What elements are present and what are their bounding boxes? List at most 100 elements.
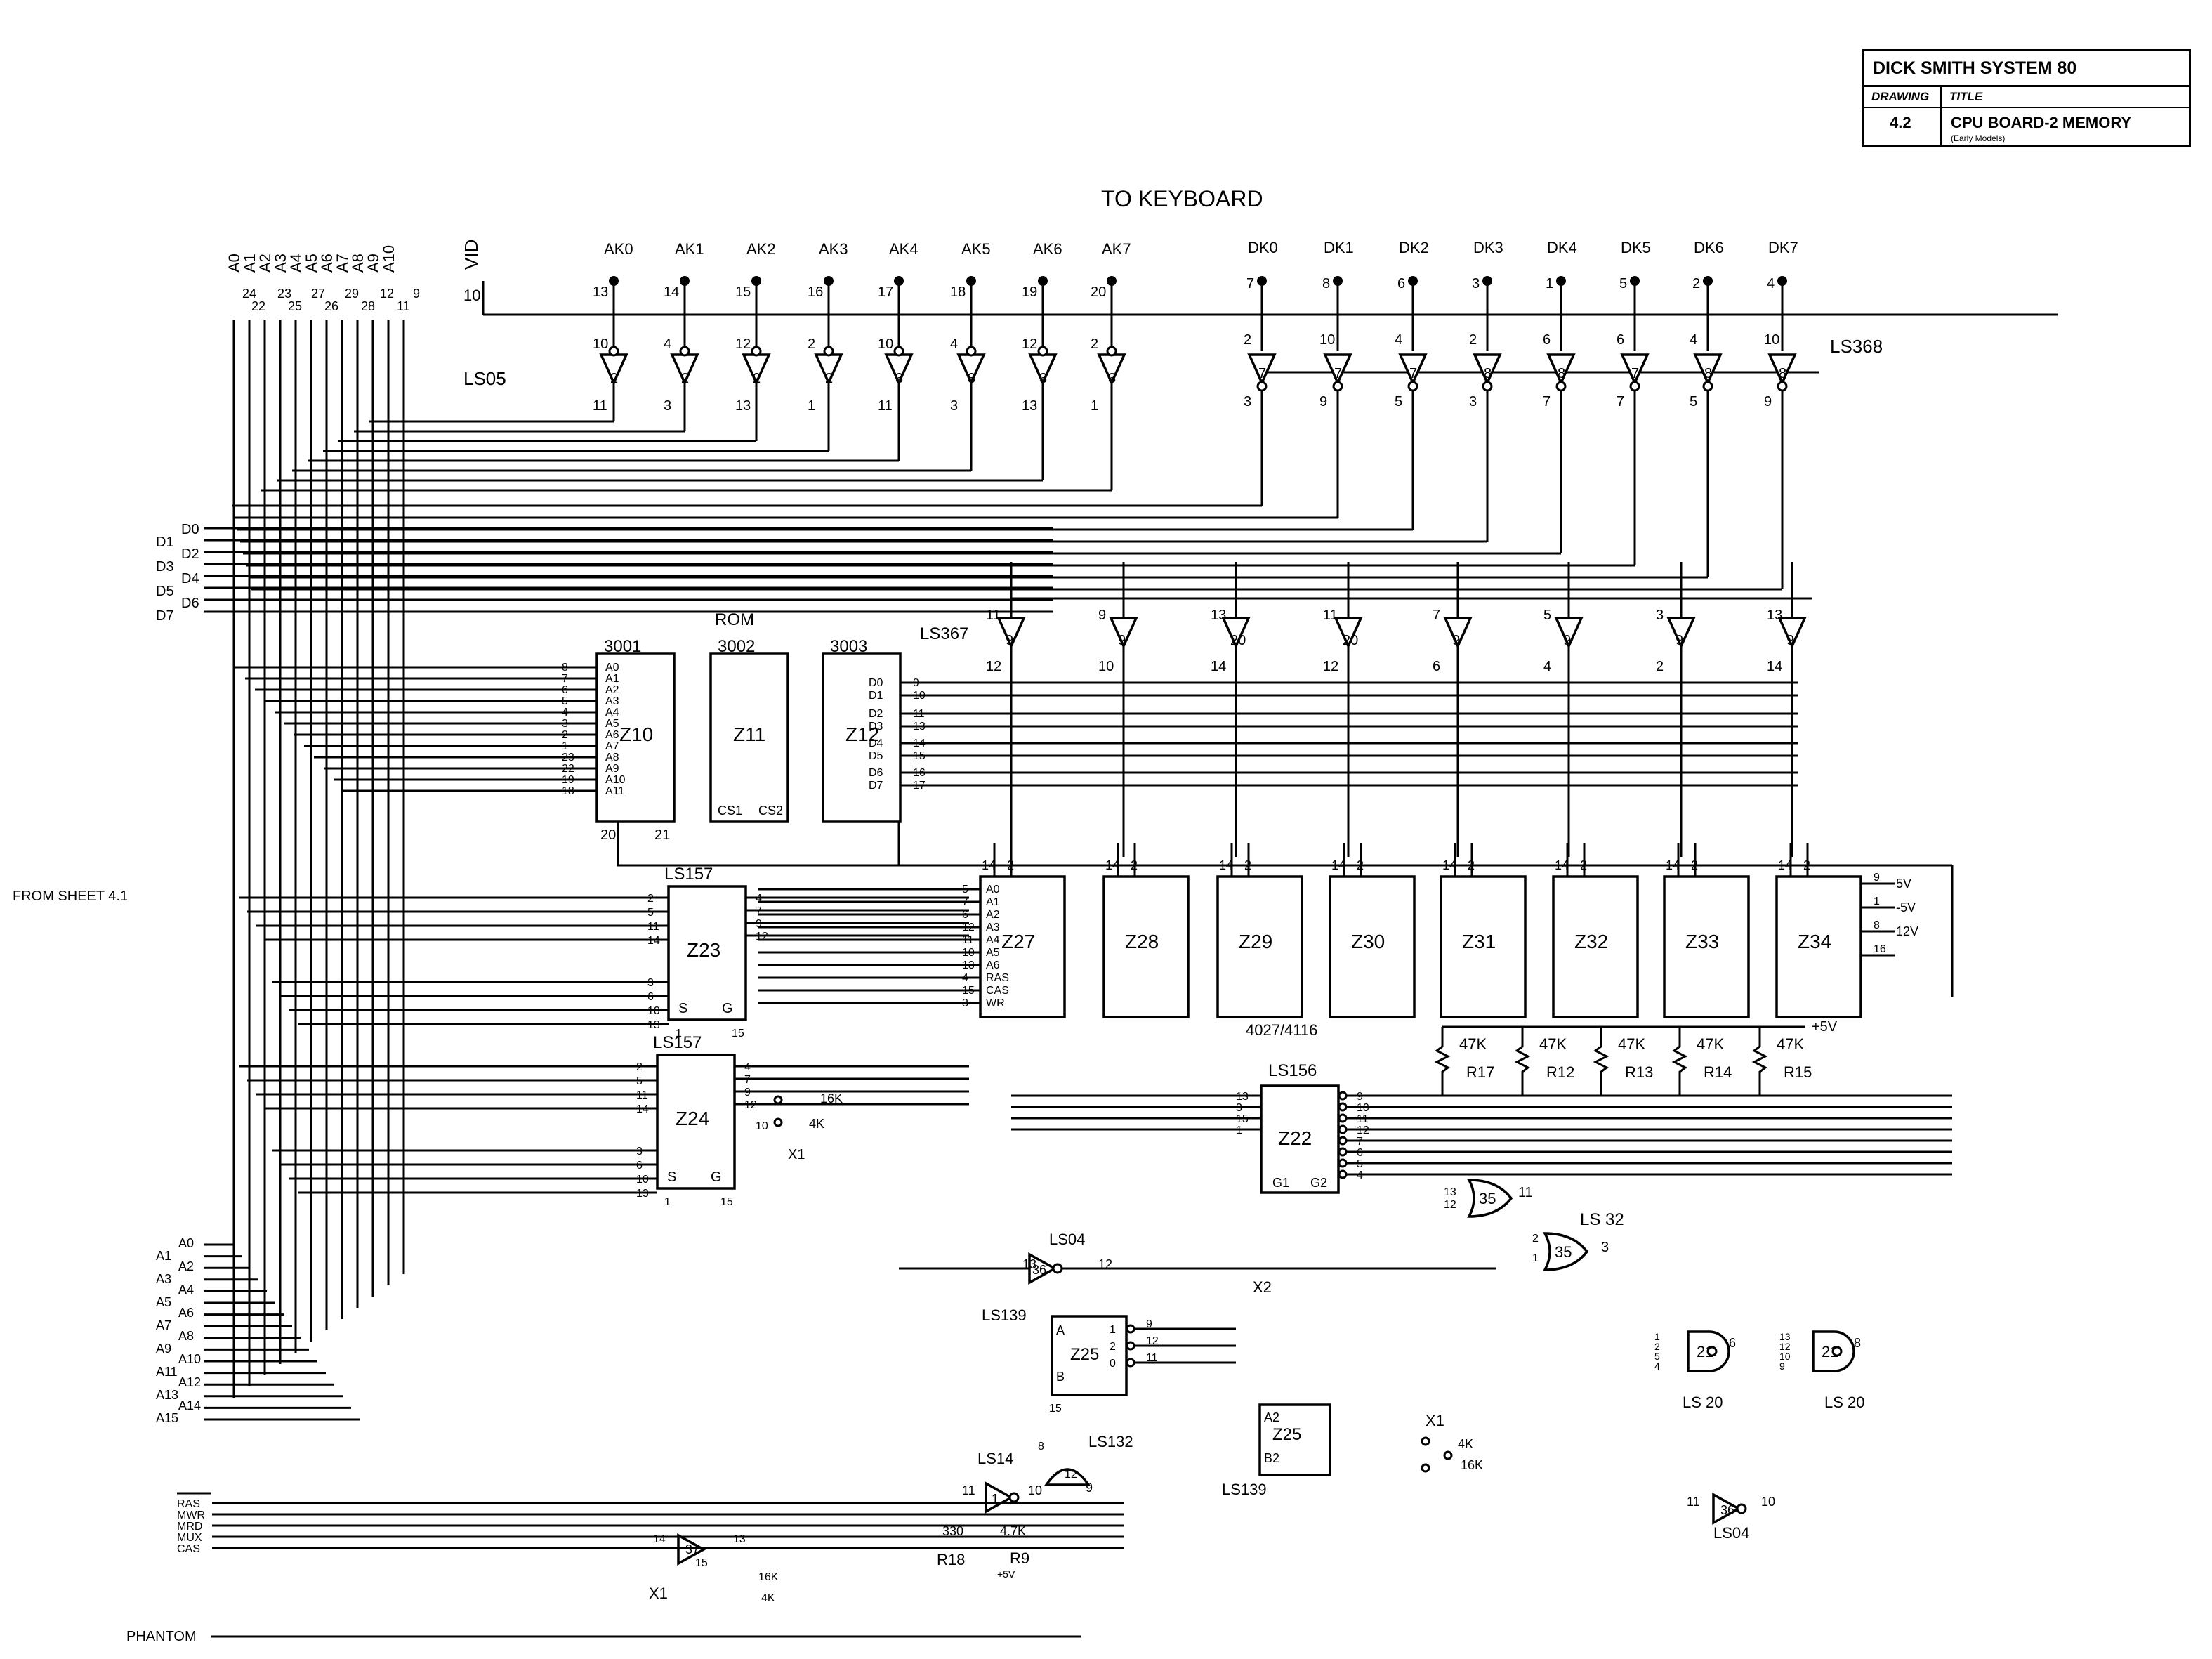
rom-pin-name: A1 (605, 673, 619, 685)
inversion-bubble (893, 346, 904, 357)
control-signal-label: MUX (177, 1532, 202, 1544)
gate-pin: 12 (1444, 1199, 1456, 1211)
supply-pin: 8 (1874, 919, 1880, 931)
gate-pin: 11 (1518, 1185, 1533, 1200)
gate-pin: 5 (1690, 394, 1697, 409)
address-bus-label: A15 (156, 1411, 178, 1425)
dk-pin: 7 (1246, 276, 1254, 291)
gate-unit: 9 (1118, 633, 1126, 648)
ram-pin-name: A0 (986, 884, 1000, 896)
rom-ref: Z10 (619, 723, 653, 745)
dk-label: DK3 (1473, 239, 1503, 256)
jumper-4k: 4K (809, 1117, 824, 1131)
inversion-bubble (773, 1117, 783, 1127)
gate-unit: 8 (1704, 366, 1712, 381)
ls139-in: A2 (1264, 1410, 1279, 1424)
gate-pin: 9 (1779, 1360, 1785, 1372)
inversion-bubble (1482, 381, 1493, 392)
inversion-bubble (1338, 1136, 1348, 1146)
gate-pin: 8 (1854, 1336, 1861, 1350)
ak-label: AK7 (1102, 240, 1131, 258)
gate-unit: 9 (1006, 633, 1013, 648)
ram-chip (1552, 875, 1639, 1018)
data-bus-label: D6 (181, 596, 199, 611)
ls139-out-name: 2 (1110, 1341, 1116, 1353)
ram-chip (1329, 875, 1416, 1018)
ram-chip (1775, 875, 1862, 1018)
ls139-pin: 12 (1146, 1335, 1159, 1347)
jumper-4k: 4K (761, 1592, 775, 1604)
ls367-buffer (1777, 617, 1807, 650)
dk-pin: 6 (1397, 276, 1405, 291)
ram-ref: Z28 (1125, 931, 1159, 952)
gate-unit: 2 (825, 371, 833, 386)
drawing-cell: DRAWING 4.2 (1864, 87, 1942, 145)
gate-pin: 4 (1543, 659, 1551, 674)
dk-pin: 1 (1546, 276, 1553, 291)
gate-pin: 9 (1764, 394, 1772, 409)
gate-pin: 2 (1469, 332, 1477, 348)
ls367-buffer (1221, 617, 1251, 650)
rom-data-name: D5 (869, 750, 883, 762)
ram-pin-name: RAS (986, 972, 1009, 984)
ak-label: AK6 (1033, 240, 1062, 258)
gate-unit: 37 (685, 1542, 699, 1556)
data-bus-label: D7 (156, 608, 174, 624)
dk-label: DK7 (1768, 239, 1798, 256)
rom-data-name: D3 (869, 721, 883, 733)
gate-pin: 11 (593, 398, 607, 414)
gate-pin: 5 (1543, 608, 1551, 623)
supply-pin: 9 (1874, 872, 1880, 884)
resistor-ref: R15 (1784, 1063, 1812, 1081)
title-block: DICK SMITH SYSTEM 80 DRAWING 4.2 TITLE C… (1862, 49, 2191, 147)
ram-chip (1216, 875, 1303, 1018)
gate-pin: 6 (1729, 1336, 1736, 1350)
ls367-buffer (1443, 617, 1473, 650)
gate-unit: 20 (1230, 633, 1246, 648)
gate-pin: 5 (1395, 394, 1402, 409)
gate-unit: 20 (1343, 633, 1358, 648)
ram-ref: Z30 (1351, 931, 1385, 952)
address-bus-label: A0 (178, 1236, 194, 1250)
ls368-buffer (1473, 353, 1502, 386)
gate-pin: 1 (808, 398, 815, 414)
gate-unit: 1 (992, 1492, 999, 1506)
resistor-value: 47K (1777, 1035, 1804, 1053)
gate-unit: 8 (1484, 366, 1492, 381)
ram-part: 4027/4116 (1246, 1021, 1317, 1039)
ram-pin-name: A6 (986, 959, 1000, 971)
ram-ref: Z34 (1798, 931, 1831, 952)
resistor-ref: R12 (1546, 1063, 1574, 1081)
rom-ref: Z11 (733, 723, 765, 745)
rom-pin-name: A4 (605, 707, 619, 719)
ls139-label: LS139 (1222, 1481, 1267, 1498)
ram-pin: 14 (1442, 858, 1456, 872)
gate-pin: 13 (733, 1533, 746, 1545)
resistor (1751, 1027, 1768, 1096)
gate-pin: 2 (808, 336, 815, 352)
ls139-pin: 9 (1146, 1318, 1152, 1330)
supply-voltage: 12V (1896, 924, 1918, 938)
rom-chip (709, 652, 789, 823)
supply-label: +5V (997, 1568, 1015, 1580)
ram-pin-name: A2 (986, 909, 1000, 921)
gate-unit: 3 (1108, 371, 1116, 386)
ls139-ref: Z25 (1272, 1425, 1301, 1444)
drawing-number: 4.2 (1890, 114, 1911, 131)
gate-pin: 6 (1543, 332, 1551, 348)
inversion-bubble (1126, 1341, 1135, 1351)
rom-pin-name: A3 (605, 695, 619, 707)
top-address-label: A9 (364, 254, 382, 273)
decoder-ref: Z22 (1278, 1127, 1312, 1149)
resistor-value: 4.7K (1000, 1524, 1026, 1538)
gate-unit: 9 (1563, 633, 1571, 648)
ram-ref: Z27 (1001, 931, 1035, 952)
top-address-pin: 23 (277, 287, 291, 301)
ls139-in: B (1056, 1370, 1065, 1384)
ak-label: AK1 (675, 240, 704, 258)
rom-cs-line (617, 822, 900, 867)
ram-ref: Z31 (1462, 931, 1496, 952)
